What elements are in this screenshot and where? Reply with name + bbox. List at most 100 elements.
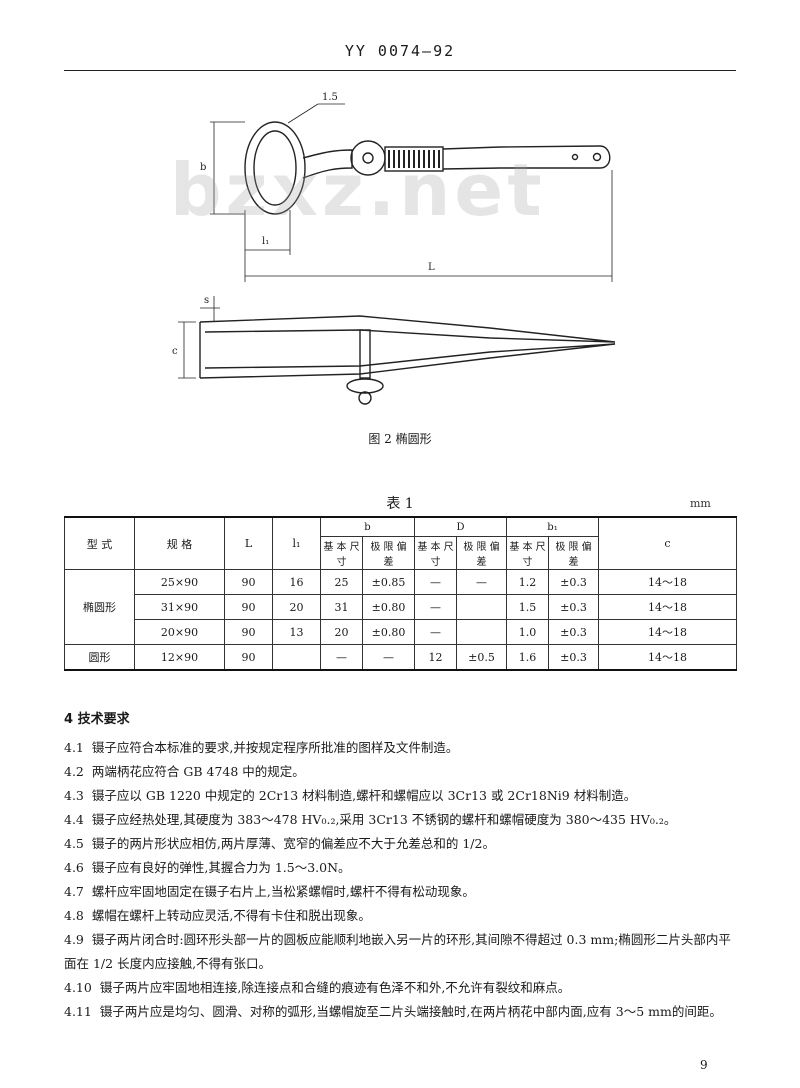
- th-D: D: [414, 516, 507, 537]
- cell-b-tol: —: [362, 644, 415, 671]
- cell-spec: 20×90: [134, 619, 225, 645]
- label-c: c: [172, 346, 178, 357]
- th-l1: l₁: [272, 516, 321, 570]
- cell-b-tol: ±0.80: [362, 594, 415, 620]
- page-number: 9: [700, 1058, 708, 1072]
- cell-b-tol: ±0.80: [362, 619, 415, 645]
- cell-b-basic: —: [320, 644, 363, 671]
- side-view-upper: [199, 315, 616, 343]
- th-b1-basic: 基 本 尺 寸: [506, 536, 549, 570]
- cell-b-basic: 31: [320, 594, 363, 620]
- th-b-tol: 极 限 偏 差: [362, 536, 415, 570]
- label-b: b: [200, 162, 206, 173]
- cell-b1-basic: 1.0: [506, 619, 549, 645]
- figure-caption: 图 2 椭圆形: [368, 432, 432, 446]
- cell-b1-basic: 1.2: [506, 569, 549, 595]
- side-nut: [346, 378, 384, 394]
- label-radius: 1.5: [322, 92, 338, 103]
- side-view-lower: [199, 343, 616, 379]
- table-row: 20×90 90 13 20 ±0.80 — 1.0 ±0.3 14～18: [65, 619, 738, 645]
- th-c: c: [598, 516, 738, 570]
- cell-type: 椭圆形: [64, 569, 135, 645]
- cell-L: 90: [224, 569, 273, 595]
- cell-l1: 16: [272, 569, 321, 595]
- cell-D-tol: —: [456, 569, 507, 595]
- cell-spec: 31×90: [134, 594, 225, 620]
- cell-c: 14～18: [598, 619, 738, 645]
- side-nut-knob: [358, 391, 372, 405]
- cell-L: 90: [224, 644, 273, 671]
- table-row: 椭圆形 25×90 90 16 25 ±0.85 — — 1.2 ±0.3 14…: [64, 569, 738, 645]
- page-header: YY 0074—92: [344, 42, 456, 60]
- tail-hole-1: [571, 153, 579, 161]
- table-unit: mm: [690, 497, 711, 510]
- label-s: s: [204, 295, 209, 306]
- th-b1-tol: 极 限 偏 差: [547, 536, 600, 570]
- cell-b-basic: 25: [320, 569, 363, 595]
- cell-D-tol: [456, 619, 507, 645]
- watermark: bzxz.net: [170, 148, 546, 232]
- table-row: 31×90 90 20 31 ±0.80 — 1.5 ±0.3 14～18: [65, 594, 738, 620]
- cell-b1-tol: ±0.3: [547, 644, 600, 671]
- th-b: b: [320, 516, 415, 537]
- cell-c: 14～18: [598, 594, 738, 620]
- oval-head-outer: [244, 121, 306, 215]
- cell-c: 14～18: [598, 644, 738, 671]
- tail-hole-2: [592, 152, 602, 162]
- cell-D-basic: —: [414, 594, 457, 620]
- spec-table: 型 式 规 格 L l₁ b D b₁ c 基 本 尺 寸 极 限 偏 差 基 …: [64, 516, 738, 671]
- table-row: 圆形 12×90 90 — — 12 ±0.5 1.6 ±0.3 14～18: [64, 644, 738, 671]
- grip-area: [384, 146, 444, 172]
- cell-spec: 25×90: [134, 569, 225, 595]
- header-rule: [64, 70, 736, 71]
- cell-b1-basic: 1.5: [506, 594, 549, 620]
- th-D-basic: 基 本 尺 寸: [414, 536, 457, 570]
- cell-D-basic: —: [414, 619, 457, 645]
- cell-l1: 13: [272, 619, 321, 645]
- forceps-drawing: 1.5 b l₁ L s c: [172, 92, 616, 405]
- section-title: 4 技术要求: [64, 712, 130, 727]
- cell-spec: 12×90: [134, 644, 225, 671]
- cell-b-basic: 20: [320, 619, 363, 645]
- cell-b-tol: ±0.85: [362, 569, 415, 595]
- label-l1: l₁: [262, 236, 269, 247]
- forceps-body-top: [442, 145, 611, 170]
- cell-l1: 20: [272, 594, 321, 620]
- th-type: 型 式: [64, 516, 135, 570]
- cell-D-tol: [456, 594, 507, 620]
- forceps-neck: [302, 149, 353, 179]
- th-b1: b₁: [505, 516, 600, 537]
- side-screw: [359, 329, 371, 379]
- cell-b1-tol: ±0.3: [547, 619, 600, 645]
- th-b-basic: 基 本 尺 寸: [320, 536, 363, 570]
- cell-L: 90: [224, 594, 273, 620]
- th-D-tol: 极 限 偏 差: [456, 536, 507, 570]
- pivot-inner: [362, 152, 374, 164]
- table-title: 表 1: [386, 496, 414, 512]
- cell-D-tol: ±0.5: [456, 644, 507, 671]
- cell-b1-basic: 1.6: [506, 644, 549, 671]
- cell-b1-tol: ±0.3: [547, 569, 600, 595]
- cell-b1-tol: ±0.3: [547, 594, 600, 620]
- cell-L: 90: [224, 619, 273, 645]
- cell-c: 14～18: [598, 569, 738, 595]
- th-spec: 规 格: [134, 516, 225, 570]
- label-L: L: [428, 262, 435, 273]
- cell-D-basic: 12: [414, 644, 457, 671]
- cell-D-basic: —: [414, 569, 457, 595]
- cell-type: 圆形: [64, 644, 135, 671]
- cell-l1: [272, 644, 321, 671]
- th-L: L: [224, 516, 273, 570]
